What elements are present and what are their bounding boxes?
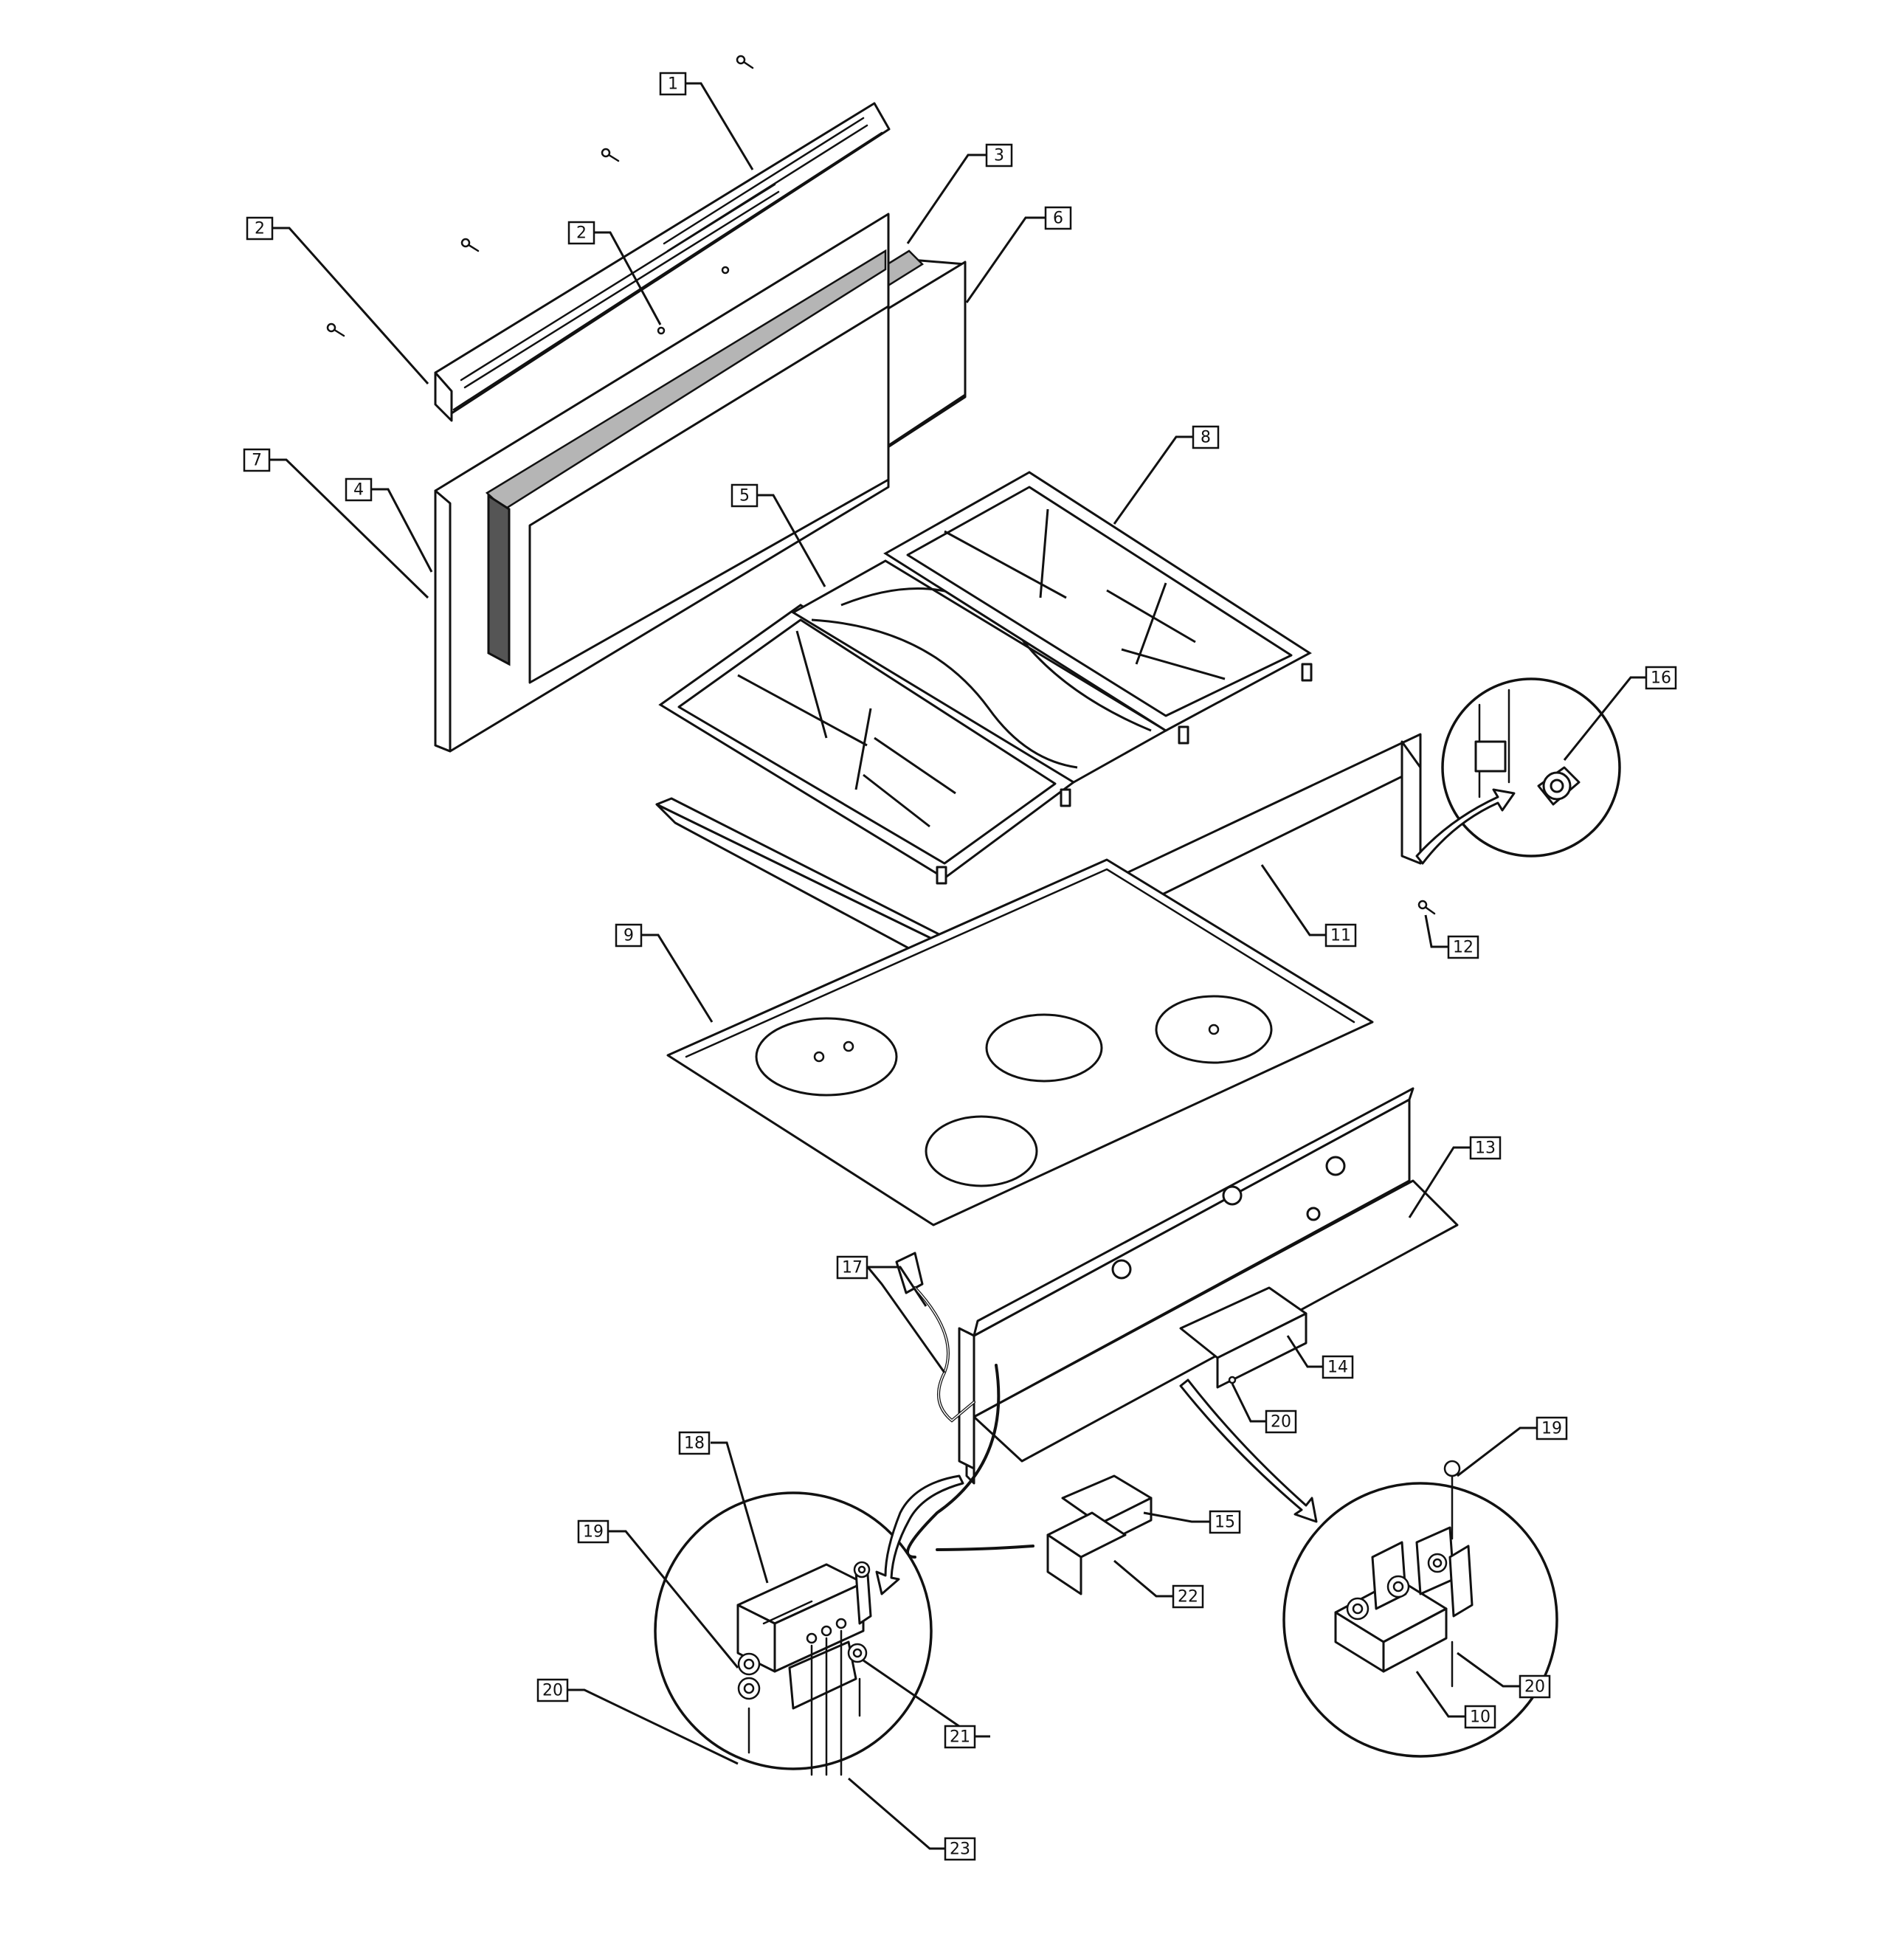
svg-text:12: 12 (1453, 939, 1474, 957)
svg-text:17: 17 (842, 1259, 863, 1277)
callouts: 1 3 6 2 2 7 4 5 8 16 9 11 12 13 17 14 20… (243, 72, 1677, 1861)
callout-4: 4 (345, 477, 373, 502)
callout-17: 17 (836, 1255, 868, 1280)
svg-text:20: 20 (1271, 1413, 1291, 1432)
callout-10: 10 (1464, 1705, 1496, 1729)
part-grates (658, 471, 1313, 885)
callout-13: 13 (1469, 1136, 1502, 1160)
callout-5: 5 (730, 483, 759, 508)
svg-text:2: 2 (255, 220, 265, 238)
part-backguard-trim (434, 102, 891, 422)
leader-lines (270, 82, 1645, 1850)
callout-19b: 19 (577, 1519, 609, 1544)
callout-20a: 20 (1265, 1409, 1297, 1434)
callout-20c: 20 (1519, 1674, 1551, 1699)
part-back-panel (434, 213, 890, 753)
screws-top (326, 55, 754, 337)
part-burner-base (666, 858, 1374, 1226)
callout-7: 7 (243, 448, 271, 472)
svg-text:21: 21 (950, 1728, 970, 1747)
svg-text:19: 19 (1541, 1420, 1562, 1438)
svg-text:7: 7 (252, 452, 262, 470)
arrow-to-detail-16 (1415, 788, 1516, 865)
callout-1: 1 (659, 72, 687, 96)
svg-text:16: 16 (1651, 669, 1671, 688)
svg-text:19: 19 (583, 1523, 604, 1542)
svg-text:4: 4 (353, 481, 364, 500)
callout-3: 3 (985, 143, 1013, 168)
callout-21: 21 (944, 1725, 976, 1749)
svg-text:23: 23 (950, 1840, 970, 1859)
svg-text:6: 6 (1053, 210, 1063, 228)
callout-20b: 20 (536, 1678, 569, 1702)
detail-16 (1441, 677, 1621, 858)
svg-text:1: 1 (668, 75, 678, 94)
part-module-22 (1046, 1511, 1127, 1595)
svg-text:10: 10 (1470, 1708, 1491, 1727)
callout-18: 18 (678, 1431, 711, 1455)
arrow-to-detail-18 (875, 1474, 964, 1595)
svg-text:2: 2 (576, 224, 587, 243)
svg-text:15: 15 (1215, 1514, 1235, 1532)
svg-text:14: 14 (1327, 1359, 1348, 1377)
svg-text:20: 20 (1524, 1678, 1545, 1697)
callout-11: 11 (1324, 923, 1357, 948)
svg-text:18: 18 (684, 1435, 705, 1453)
part-manifold-panel (958, 1087, 1459, 1485)
svg-text:11: 11 (1330, 927, 1351, 945)
callout-19a: 19 (1536, 1416, 1568, 1440)
callout-22: 22 (1172, 1584, 1204, 1609)
callout-12: 12 (1447, 935, 1479, 959)
callout-16: 16 (1645, 666, 1677, 690)
svg-text:9: 9 (624, 927, 634, 945)
svg-text:5: 5 (739, 487, 750, 505)
callout-9: 9 (615, 923, 643, 948)
svg-text:22: 22 (1178, 1588, 1198, 1607)
svg-text:20: 20 (542, 1682, 563, 1700)
part-wiring (906, 1364, 1237, 1559)
part-terminal-block-14 (1179, 1286, 1308, 1389)
detail-terminal-10 (1282, 1460, 1558, 1758)
screw-12 (1417, 900, 1436, 915)
callout-8: 8 (1192, 425, 1220, 449)
svg-text:8: 8 (1201, 429, 1211, 447)
detail-transformer-18 (654, 1491, 933, 1776)
svg-text:13: 13 (1475, 1139, 1496, 1158)
callout-6: 6 (1044, 206, 1072, 230)
svg-text:3: 3 (994, 147, 1004, 165)
callout-2a: 2 (246, 216, 274, 241)
callout-23: 23 (944, 1837, 976, 1861)
callout-15: 15 (1209, 1510, 1241, 1534)
callout-14: 14 (1322, 1355, 1354, 1379)
arrow-to-detail-10 (1179, 1378, 1318, 1523)
callout-2b: 2 (567, 221, 595, 245)
